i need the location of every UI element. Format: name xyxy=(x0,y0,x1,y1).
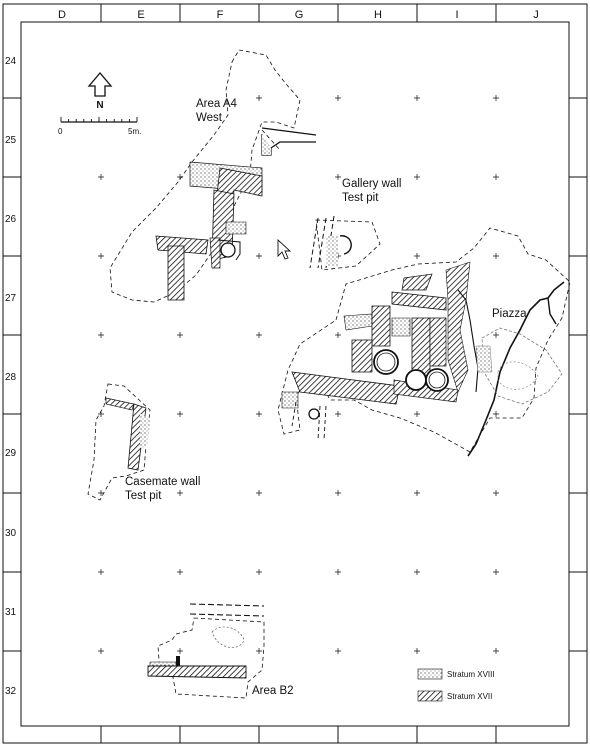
grid-cross xyxy=(493,411,499,417)
row-label: 32 xyxy=(5,686,17,697)
legend-swatch-stipple xyxy=(417,668,443,680)
grid-cross xyxy=(335,569,341,575)
grid-cross xyxy=(335,332,341,338)
row-label: 25 xyxy=(5,135,17,146)
mouse-cursor-icon xyxy=(277,238,292,260)
north-arrow-icon: N xyxy=(87,71,113,111)
area-a4-sublabel: West xyxy=(196,112,223,124)
legend-swatch-hatch xyxy=(417,690,443,702)
legend-label: Stratum XVII xyxy=(447,692,492,701)
grid-cross xyxy=(414,490,420,496)
grid-cross xyxy=(177,648,183,654)
grid-cross xyxy=(256,648,262,654)
piazza-label: Piazza xyxy=(492,308,527,320)
area-a4-west-plan xyxy=(109,49,317,303)
north-arrow-label: N xyxy=(96,100,103,111)
row-label: 24 xyxy=(5,56,17,67)
casemate-wall-sublabel: Test pit xyxy=(125,490,162,502)
grid-cross xyxy=(414,253,420,259)
area-b2-label: Area B2 xyxy=(252,685,294,697)
map-frame xyxy=(2,3,588,744)
central-complex-plan xyxy=(277,227,571,457)
grid-cross xyxy=(335,490,341,496)
column-labels: D E F G H I J xyxy=(58,9,539,21)
row-label: 28 xyxy=(5,372,17,383)
column-label: G xyxy=(295,9,304,21)
grid-cross xyxy=(98,569,104,575)
grid-cross xyxy=(493,174,499,180)
grid-cross xyxy=(177,569,183,575)
grid-cross xyxy=(493,648,499,654)
grid-cross xyxy=(414,95,420,101)
grid-cross xyxy=(414,569,420,575)
column-label: D xyxy=(58,9,66,21)
grid-cross xyxy=(493,332,499,338)
area-a4-label: Area A4 xyxy=(196,98,238,110)
gallery-wall-sublabel: Test pit xyxy=(342,192,379,204)
row-label: 30 xyxy=(5,528,17,539)
grid-cross xyxy=(256,253,262,259)
grid-cross xyxy=(177,332,183,338)
scale-end-label: 5m. xyxy=(128,127,141,136)
grid-cross xyxy=(256,95,262,101)
gallery-wall-label: Gallery wall xyxy=(342,178,401,190)
grid-cross xyxy=(98,174,104,180)
scale-start-label: 0 xyxy=(58,127,63,136)
grid-cross xyxy=(493,253,499,259)
grid-cross xyxy=(493,95,499,101)
row-label: 29 xyxy=(5,448,17,459)
grid-cross xyxy=(98,332,104,338)
area-labels: Area A4 West Gallery wall Test pit Piazz… xyxy=(125,98,527,697)
grid-cross xyxy=(256,411,262,417)
grid-cross xyxy=(256,490,262,496)
grid-cross xyxy=(98,490,104,496)
column-label: I xyxy=(455,9,458,21)
grid-ticks xyxy=(3,4,587,743)
grid-cross xyxy=(256,569,262,575)
column-label: E xyxy=(137,9,144,21)
row-label: 31 xyxy=(5,607,17,618)
grid-cross xyxy=(493,569,499,575)
grid-cross xyxy=(335,411,341,417)
grid-cross xyxy=(414,411,420,417)
grid-cross xyxy=(177,411,183,417)
casemate-wall-label: Casemate wall xyxy=(125,476,200,488)
row-labels: 24 25 26 27 28 29 30 31 32 xyxy=(5,56,17,697)
legend-label: Stratum XVIII xyxy=(447,670,495,679)
scale-bar: 0 5m. xyxy=(58,117,141,136)
row-label: 26 xyxy=(5,214,17,225)
grid-cross xyxy=(98,253,104,259)
row-label: 27 xyxy=(5,293,17,304)
grid-cross xyxy=(335,174,341,180)
casemate-wall-test-pit-plan xyxy=(87,383,151,501)
gallery-wall-test-pit-plan xyxy=(309,215,381,271)
grid-cross xyxy=(493,490,499,496)
grid-cross xyxy=(256,332,262,338)
grid-cross xyxy=(414,174,420,180)
column-label: F xyxy=(217,9,224,21)
legend: Stratum XVIII Stratum XVII xyxy=(417,668,495,702)
grid-cross xyxy=(335,648,341,654)
area-b2-plan xyxy=(147,603,265,699)
grid-cross xyxy=(414,648,420,654)
column-label: H xyxy=(374,9,382,21)
column-label: J xyxy=(533,9,539,21)
grid-cross xyxy=(335,95,341,101)
grid-cross xyxy=(177,490,183,496)
grid-cross xyxy=(98,648,104,654)
